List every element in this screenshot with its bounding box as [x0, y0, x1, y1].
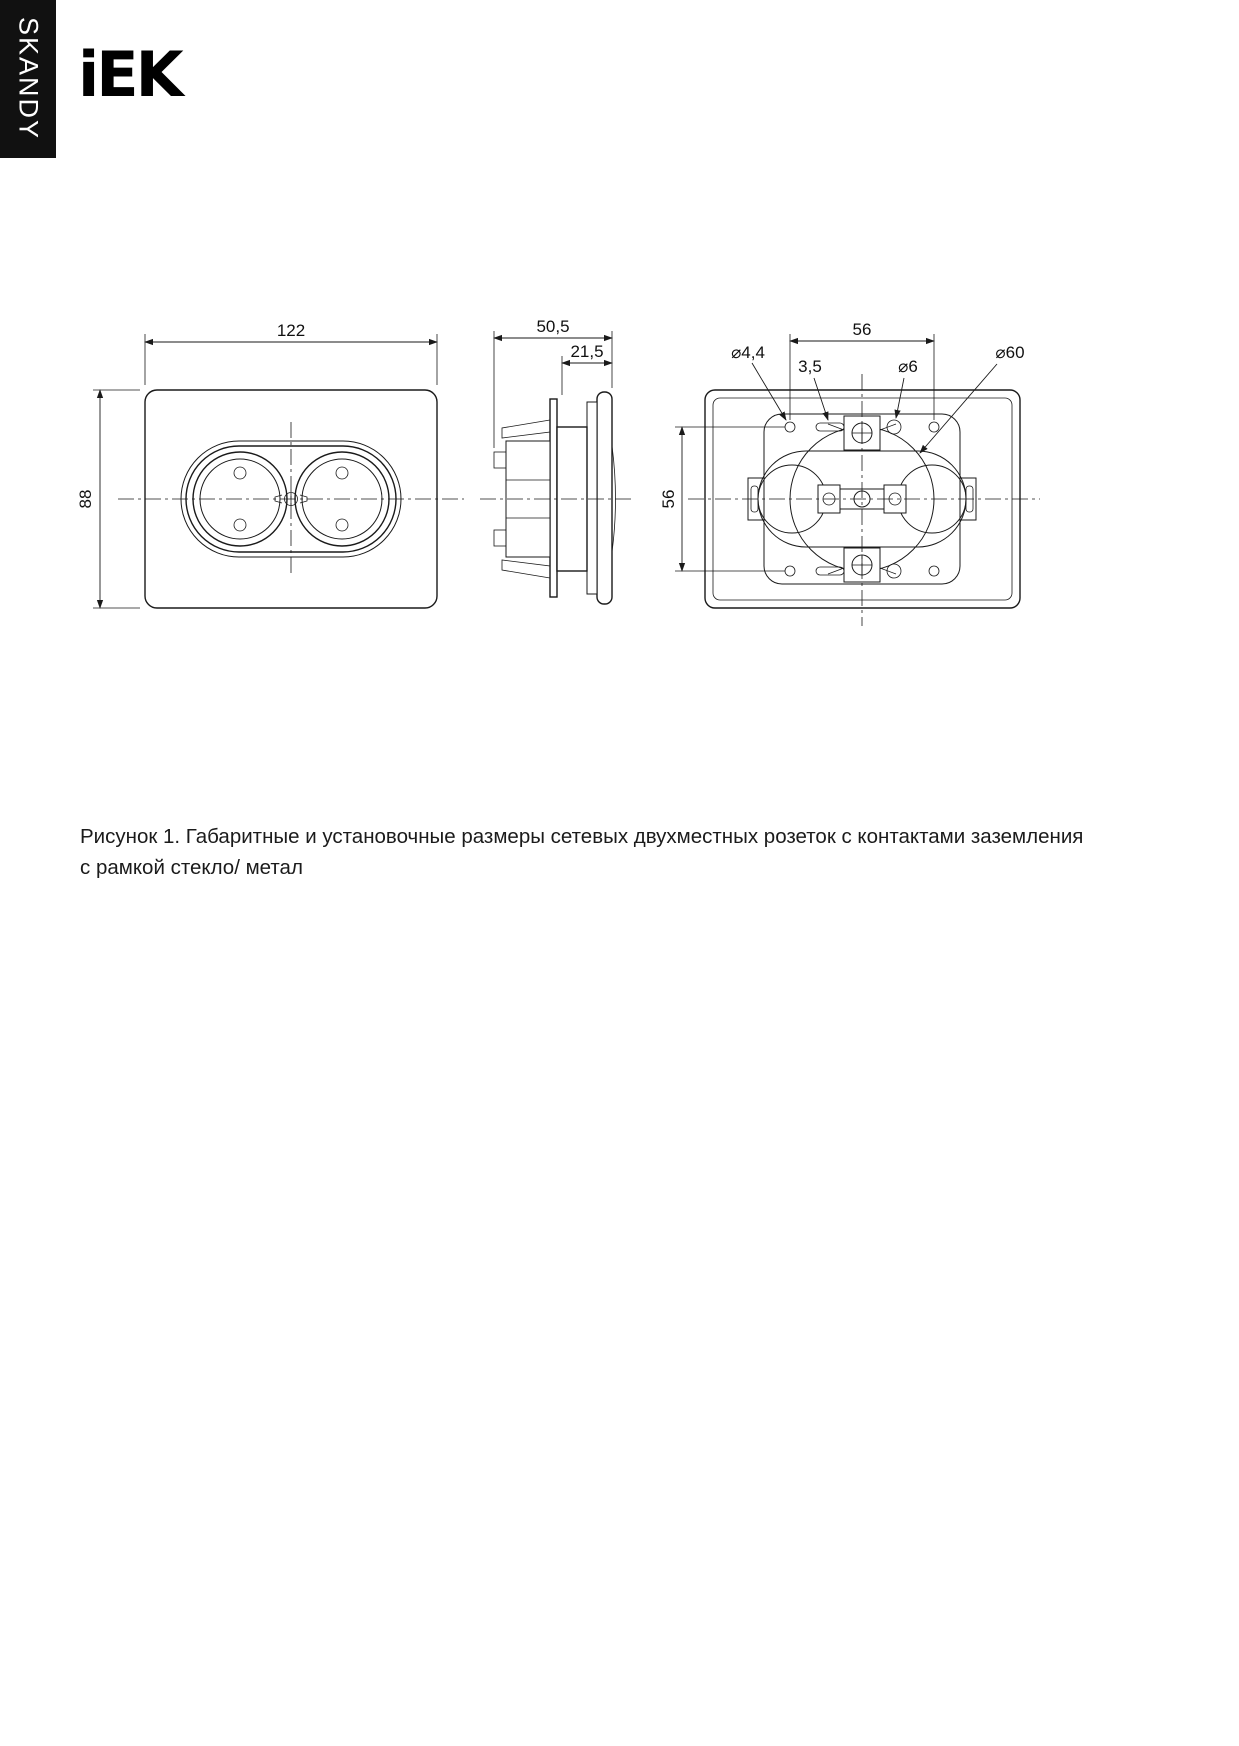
- figure-caption: Рисунок 1. Габаритные и установочные раз…: [80, 825, 1084, 879]
- rear-view-callouts: ⌀4,4 3,5 ⌀6 ⌀60: [731, 343, 1025, 454]
- side-view-dimensions: 50,5 21,5: [493, 317, 613, 448]
- front-view-dimensions: 122 88: [76, 321, 438, 609]
- callout-hole-small: ⌀4,4: [731, 343, 765, 362]
- callout-hole-medium: ⌀6: [898, 357, 918, 376]
- front-width-dim: 122: [277, 321, 305, 340]
- callout-slot: 3,5: [798, 357, 822, 376]
- technical-drawing: 122 88: [76, 317, 1040, 626]
- iek-logo: iEK: [78, 38, 184, 111]
- callout-box-diameter: ⌀60: [995, 343, 1024, 362]
- rear-view-dimensions: 56 56: [659, 320, 935, 572]
- rear-view: [688, 374, 1040, 626]
- front-height-dim: 88: [76, 490, 95, 509]
- side-depth-dim: 50,5: [536, 317, 569, 336]
- rear-height-dim: 56: [659, 490, 678, 509]
- front-view: [118, 389, 464, 609]
- side-view: [480, 391, 634, 605]
- series-label: SKANDY: [13, 17, 44, 141]
- rear-width-dim: 56: [853, 320, 872, 339]
- series-tab: SKANDY: [0, 0, 56, 158]
- side-front-depth-dim: 21,5: [570, 342, 603, 361]
